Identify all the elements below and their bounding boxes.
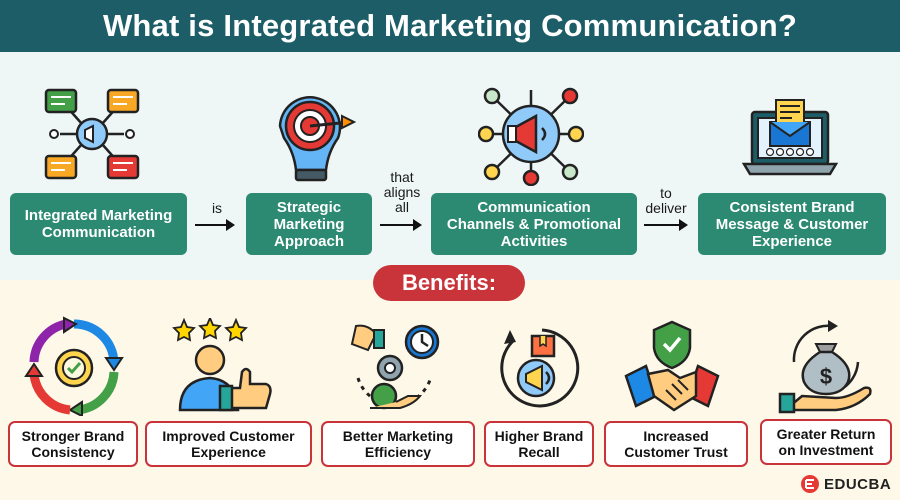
recall-megaphone-icon [500, 328, 580, 408]
flow-step-imc: Integrated Marketing Communication [10, 193, 187, 255]
connector-label-deliver: to deliver [645, 185, 687, 216]
educba-logo-text: EDUCBA [824, 475, 892, 493]
customer-thumbs-up-icon [172, 318, 272, 412]
flow-arrow-3 [644, 219, 688, 231]
target-bulb-icon [278, 96, 357, 182]
speech-network-icon [44, 88, 140, 180]
benefit-customer-trust: Increased Customer Trust [604, 421, 748, 467]
flow-arrow-1 [195, 219, 235, 231]
benefits-heading: Benefits: [373, 265, 525, 301]
cycle-check-icon [24, 316, 124, 416]
benefit-brand-consistency: Stronger Brand Consistency [8, 421, 138, 467]
benefit-marketing-efficiency: Better Marketing Efficiency [321, 421, 475, 467]
flow-step-strategic-approach: Strategic Marketing Approach [246, 193, 372, 255]
money-bag-hand-icon: $ [778, 320, 872, 414]
connector-label-aligns: that aligns all [383, 169, 421, 215]
connector-label-is: is [211, 200, 223, 216]
svg-text:$: $ [820, 364, 832, 389]
benefit-return-on-investment: Greater Return on Investment [760, 419, 892, 465]
handshake-shield-icon [624, 320, 720, 412]
benefit-brand-recall: Higher Brand Recall [484, 421, 594, 467]
page-title: What is Integrated Marketing Communicati… [0, 0, 900, 52]
flow-arrow-2 [380, 219, 422, 231]
educba-logo-icon [801, 475, 819, 493]
laptop-mail-rating-icon [742, 99, 838, 176]
flow-step-channels: Communication Channels & Promotional Act… [431, 193, 637, 255]
megaphone-network-icon [478, 87, 584, 186]
efficiency-gears-icon [350, 324, 440, 410]
educba-logo: EDUCBA [800, 474, 891, 494]
benefits-panel [0, 280, 900, 500]
benefit-customer-experience: Improved Customer Experience [145, 421, 312, 467]
flow-step-consistent-message: Consistent Brand Message & Customer Expe… [698, 193, 886, 255]
